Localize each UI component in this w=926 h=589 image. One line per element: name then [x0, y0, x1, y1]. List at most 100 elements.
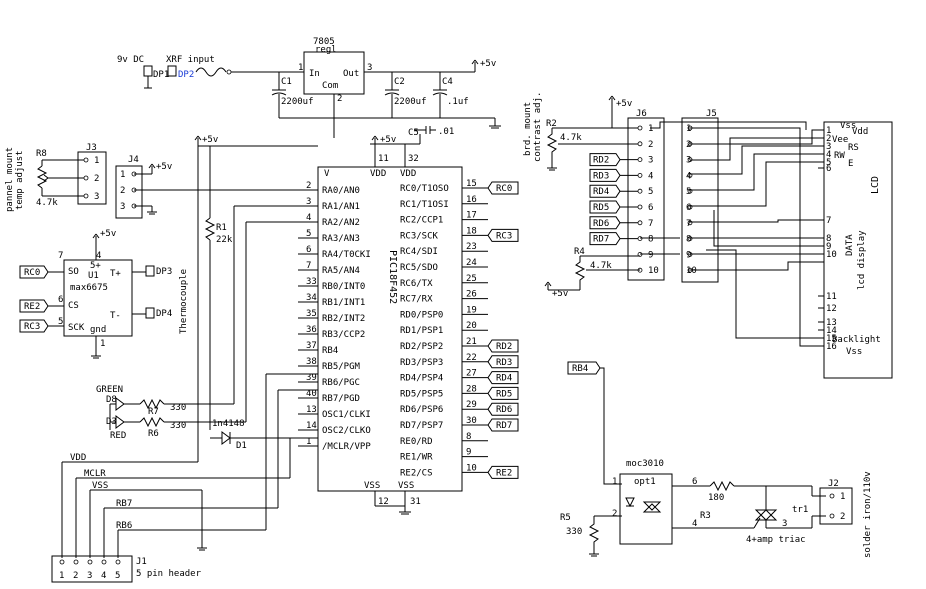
opt1-label: opt1: [634, 477, 656, 487]
lcd-data: DATA: [845, 234, 855, 256]
lcd-vdd: Vdd: [852, 127, 868, 137]
header-vdd-label: VDD: [70, 453, 86, 463]
moc3010-body: [619, 473, 673, 545]
pic-net-tag-shape: [487, 465, 519, 479]
j6-pin: [637, 204, 643, 210]
resistor-r4: R4 4.7k +5v: [544, 247, 640, 299]
pic-left-pin-name: RB6/PGC: [322, 378, 360, 388]
pic-net-tag: RC0: [496, 184, 512, 194]
header-rb7-label: RB7: [116, 499, 132, 509]
lcd-backlight: Backlight: [832, 335, 881, 345]
j3-pin2: 2: [94, 174, 99, 184]
pic-net-tag: RD7: [496, 421, 512, 431]
pic-net-tag-shape: [487, 371, 519, 385]
pic-net-tag-shape: [487, 386, 519, 400]
header-pin-num: 4: [101, 571, 106, 581]
pic-net-tag-shape: [487, 355, 519, 369]
lcd-vss2: Vss: [846, 347, 862, 357]
pic-right-pin-num: 24: [466, 258, 477, 268]
dp1-label: DP1: [153, 70, 169, 80]
pic-right-pin-num: 20: [466, 321, 477, 331]
lcd-pin-num: 10: [826, 250, 837, 260]
pic-right-pin-name: RE1/WR: [400, 453, 433, 463]
capacitor-c1: C1 2200uf: [271, 72, 314, 118]
pic-left-pin-name: RB5/PGM: [322, 362, 361, 372]
r1-vplus: +5v: [202, 135, 218, 145]
header-pin: [115, 559, 121, 565]
j6-pin: [637, 141, 643, 147]
connector-j6: J6: [627, 109, 665, 281]
j3-pin1: 1: [94, 156, 99, 166]
reg-pin1: 1: [298, 63, 303, 73]
r8-value: 4.7k: [36, 198, 58, 208]
r1-label: R1: [216, 223, 227, 233]
tr1-label: tr1: [792, 505, 808, 515]
capacitor-c2: C2 2200uf: [384, 72, 427, 118]
c2-label: C2: [394, 77, 405, 87]
lcd-wiring: [640, 121, 824, 347]
pannel-mount-label: pannel mount: [5, 147, 15, 212]
moc-pin6: 6: [692, 477, 697, 487]
pic-right-pin-name: RD4/PSP4: [400, 374, 443, 384]
pic-net-tag: RD6: [496, 405, 512, 415]
pic-right-pin-num: 22: [466, 353, 477, 363]
lcd-section: brd. mount contrast adj. R2 4.7k +5v J6 …: [523, 92, 893, 379]
j6-pin-num: 5: [648, 187, 653, 197]
j4-pin3: 3: [120, 202, 125, 212]
j2-pin2: 2: [840, 512, 845, 522]
c4-label: C4: [442, 77, 453, 87]
pic-right-pin-num: 23: [466, 242, 477, 252]
u1-pin4: 4: [96, 251, 101, 261]
pic-left-pin-name: RB0/INT0: [322, 282, 365, 292]
dp4-label: DP4: [156, 309, 172, 319]
r7-label: R7: [148, 407, 159, 417]
header-pin-num: 2: [73, 571, 78, 581]
u1-body: [63, 259, 133, 337]
pic-left-pin-name: RB1/INT1: [322, 298, 365, 308]
lcd-rd-tag: RD2: [593, 156, 609, 166]
header-pin-num: 1: [59, 571, 64, 581]
lcd-rd-tag-shape: [589, 184, 621, 198]
rb4-tag-shape: [567, 361, 601, 375]
lcd-pin-num: 1: [826, 126, 831, 136]
reg-pin3: 3: [367, 63, 372, 73]
j6-pin: [637, 220, 643, 226]
pic-vdd-pin-b: 32: [408, 154, 419, 164]
pic-left-pin-num: 33: [306, 277, 317, 287]
pic-part-name: PIC18F452: [387, 250, 398, 304]
d1-label: D1: [236, 441, 247, 451]
c1-label: C1: [281, 77, 292, 87]
lcd-pin-num: 2: [826, 134, 831, 144]
lcd-rd-tag: RD4: [593, 187, 609, 197]
r6-value: 330: [170, 421, 186, 431]
pic-net-tag-shape: [487, 418, 519, 432]
rb4-tag: RB4: [572, 364, 588, 374]
pic-net-tag-shape: [487, 402, 519, 416]
u1-tag-rc0: RC0: [24, 268, 40, 278]
xrf-input-label: XRF input: [166, 55, 215, 65]
j2-label: J2: [828, 479, 839, 489]
j4-vplus: +5v: [156, 162, 172, 172]
pic-net-tag: RE2: [496, 468, 512, 478]
pic-right-pin-name: RC6/TX: [400, 279, 433, 289]
pic-right-pin-name: RD0/PSP0: [400, 310, 443, 320]
xrf-choke: [195, 67, 227, 77]
solder-iron-label: solder iron/110v: [863, 471, 873, 558]
pic-net-tag: RC3: [496, 231, 512, 241]
j6-pin: [637, 188, 643, 194]
c4-value: .1uf: [447, 97, 469, 107]
triac-label: 4+amp triac: [746, 535, 806, 545]
lcd-vee: Vee: [832, 135, 848, 145]
pic-net-tag: RD4: [496, 374, 512, 384]
pic-right-pin-name: RC2/CCP1: [400, 216, 443, 226]
c5-label: C5: [408, 128, 419, 138]
header-vss-label: VSS: [92, 481, 108, 491]
j5-pin-num: 1: [686, 124, 691, 134]
moc-pin1: 1: [612, 477, 617, 487]
pic-net-tag-shape: [487, 228, 519, 242]
